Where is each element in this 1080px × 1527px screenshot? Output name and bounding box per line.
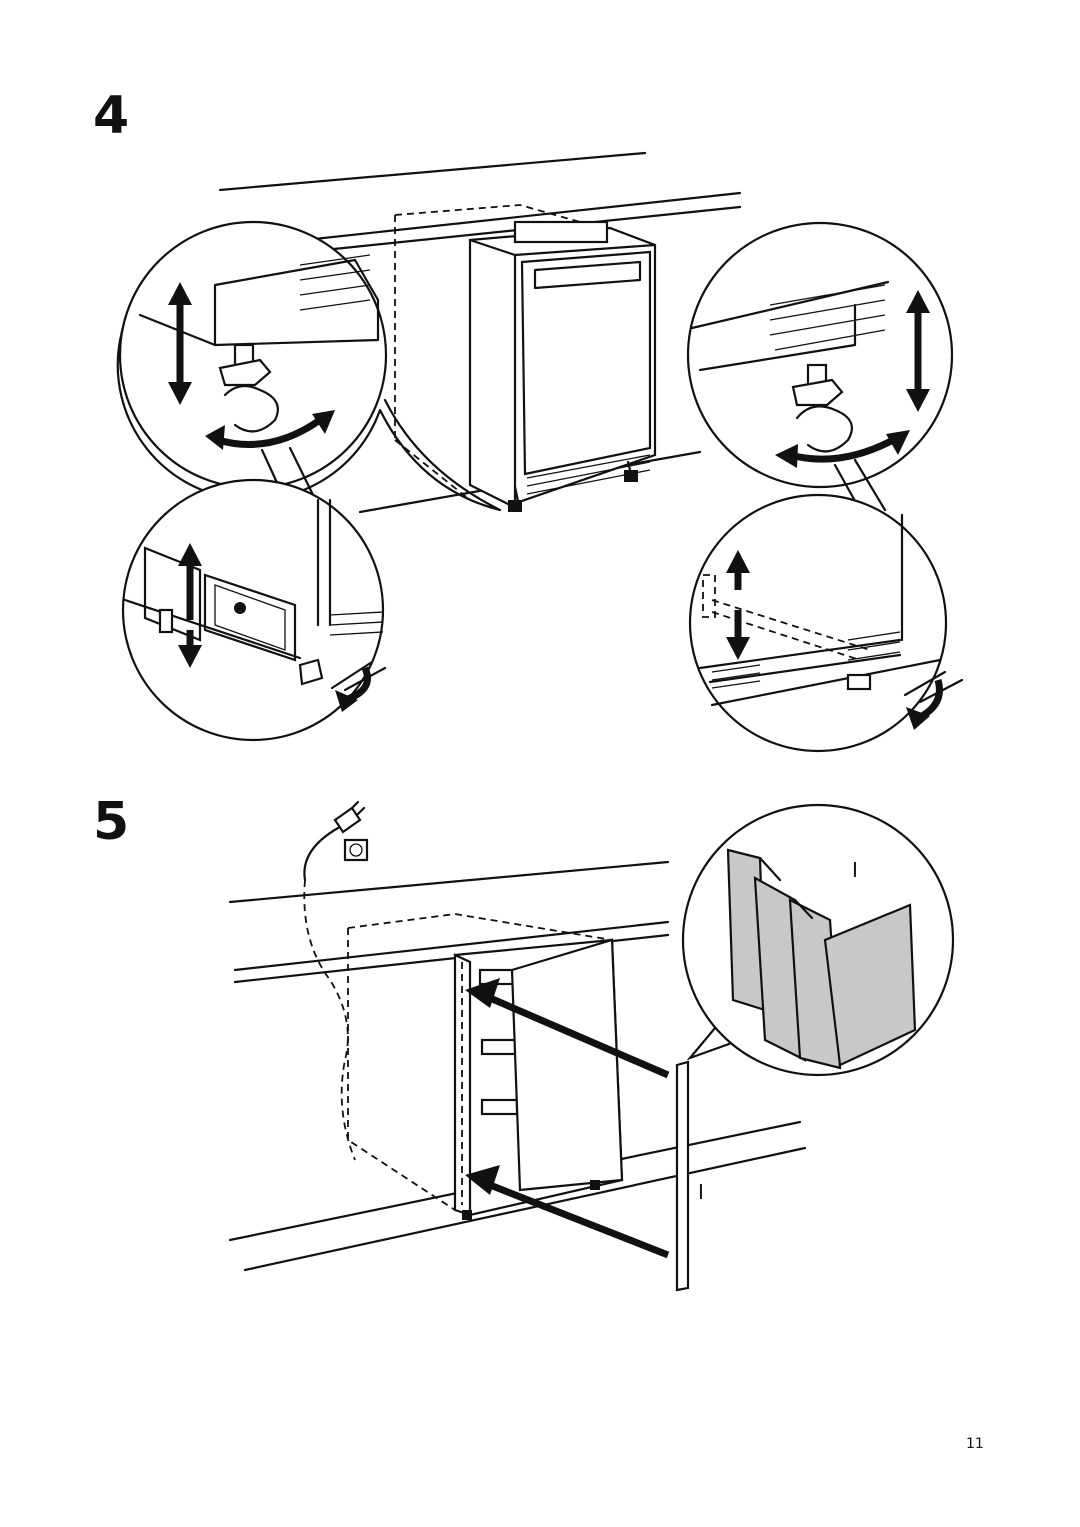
fridge-door — [510, 938, 624, 1192]
wall-socket-icon — [343, 838, 369, 862]
trim-strip-part — [675, 1060, 690, 1292]
callout-foot-top-right — [686, 221, 954, 512]
power-plug-icon — [303, 800, 366, 882]
power-cord-dashed — [303, 879, 356, 1161]
callout-grille-bottom-right — [688, 493, 964, 753]
step-number-4: 4 — [93, 86, 130, 146]
page-number: 11 — [966, 1436, 984, 1452]
refrigerator — [468, 220, 657, 512]
zoom-callout-part-i — [681, 803, 955, 1077]
cabinet-outline-dashed — [394, 204, 581, 501]
callout-foot-top-left — [116, 220, 502, 512]
step-number-5: 5 — [93, 792, 130, 852]
countertop-line — [218, 151, 647, 192]
callout-grille-bottom-left — [121, 478, 387, 742]
door-handle — [533, 260, 642, 290]
leveling-foot — [218, 358, 272, 387]
refrigerator-open-door — [453, 938, 624, 1220]
part-label-panel: I — [698, 1180, 704, 1204]
control-panel — [513, 220, 609, 244]
part-label-zoom: I — [852, 858, 858, 882]
install-arrows — [465, 978, 670, 1259]
